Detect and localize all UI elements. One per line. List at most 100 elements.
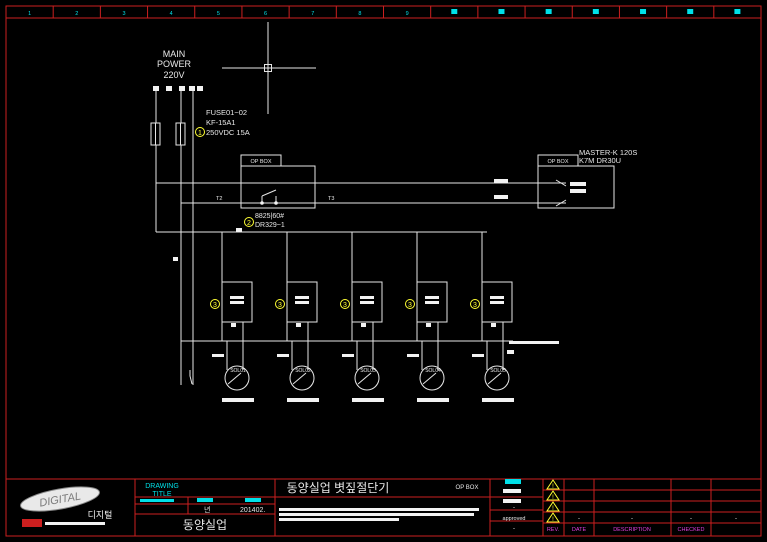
op-box-left-label: OP BOX	[251, 159, 272, 165]
plc-terminals	[570, 182, 586, 193]
switch-terminal-right: T3	[328, 196, 334, 202]
relay-marker-circle	[405, 299, 415, 309]
solenoid-caption-bar	[482, 398, 514, 402]
main-power-line2: POWER	[157, 59, 192, 69]
solenoid-label: SOL04	[425, 368, 441, 374]
approval-white-bar-2	[503, 499, 521, 503]
bus-end-tag-small	[507, 350, 514, 354]
title-block	[6, 478, 761, 536]
ruler-label: 1	[28, 11, 31, 17]
relay-coil	[360, 301, 374, 304]
revision-mark: !	[552, 517, 554, 523]
date-label: 년	[204, 505, 210, 514]
relay-marker-circle	[340, 299, 350, 309]
relay-marker: 3	[408, 302, 412, 309]
relay-coil	[360, 296, 374, 299]
revision-header: REV.	[547, 527, 560, 533]
relay-marker: 3	[278, 302, 282, 309]
solenoid-caption-bar	[287, 398, 319, 402]
op-box-right-label: OP BOX	[548, 159, 569, 165]
revision-header: CHECKED	[678, 527, 705, 533]
relay-tag	[231, 323, 236, 327]
revision-mark: !	[552, 484, 554, 490]
revision-triangle	[546, 479, 560, 490]
logo-sub: 디지털	[88, 509, 113, 520]
ruler-mark	[640, 9, 647, 14]
relay-tag	[426, 323, 431, 327]
revision-dash: -	[690, 516, 692, 522]
date-value: 201402.	[240, 507, 265, 514]
relay-tag	[296, 323, 301, 327]
cyan-field-3	[245, 498, 261, 502]
relay-marker-circle	[470, 299, 480, 309]
solenoid-arrow	[292, 372, 307, 385]
relay-coil	[230, 301, 244, 304]
cyan-field-1	[140, 499, 174, 502]
relay-coil	[425, 296, 439, 299]
wire-label-tag	[472, 354, 484, 357]
revision-header: DESCRIPTION	[613, 527, 651, 533]
relay-marker-circle	[275, 299, 285, 309]
relay-marker-circle	[210, 299, 220, 309]
relay-coil	[490, 296, 504, 299]
drawing-title-label-1: DRAWING	[145, 483, 179, 490]
solenoid-label: SOL03	[360, 368, 376, 374]
ruler-label: 6	[264, 11, 267, 17]
relay-box	[351, 281, 383, 323]
ruler-mark	[734, 9, 741, 14]
company-name: 동양실업	[183, 518, 227, 532]
solenoid-caption-bar	[417, 398, 449, 402]
solenoid-valve	[419, 365, 445, 391]
ruler-mark	[545, 9, 552, 14]
ruler-mark	[687, 9, 694, 14]
wire-tags	[494, 179, 508, 199]
revision-header: DATE	[572, 527, 587, 533]
switch-marker: 2	[247, 220, 251, 227]
solenoid-arrow	[487, 372, 502, 385]
switch-marker-circle	[244, 217, 254, 227]
wire-label-tag	[212, 354, 224, 357]
ruler-label: 3	[122, 11, 125, 17]
bus-tag	[236, 228, 242, 232]
switch-line2: DR329~1	[255, 222, 285, 229]
fuse-line3: 250VDC 15A	[206, 128, 250, 137]
relay-marker: 3	[343, 302, 347, 309]
switch-line1: 8825|60#	[255, 213, 284, 220]
relay-box	[286, 281, 318, 323]
wire-label-tag	[407, 354, 419, 357]
revision-triangles: !!!!	[546, 479, 560, 523]
solenoid-arrow	[357, 372, 372, 385]
solenoid-arrow	[422, 372, 437, 385]
solenoid-caption-bar	[222, 398, 254, 402]
approved-label: approved	[503, 516, 526, 522]
approval-cyan-bar	[505, 479, 521, 484]
solenoid-label: SOL01	[230, 368, 246, 374]
ruler-mark	[592, 9, 599, 14]
drawing-title: 동양실업 볏짚절단기	[287, 481, 390, 495]
solenoid-valve	[484, 365, 510, 391]
solenoid-arrow	[227, 372, 242, 385]
drawing-title-label-2: TITLE	[152, 491, 171, 498]
solenoid-valve	[354, 365, 380, 391]
relay-marker: 3	[213, 302, 217, 309]
plc-model-line2: K7M DR30U	[579, 156, 621, 165]
bus-end-tag	[509, 341, 559, 344]
company-logo: DIGITAL 디지털	[20, 486, 113, 527]
main-power-line1: MAIN	[163, 49, 186, 59]
fuse-line2: KF-15A1	[206, 118, 236, 127]
ruler-mark	[498, 9, 505, 14]
relay-box	[416, 281, 448, 323]
relay-coil	[295, 301, 309, 304]
solenoid-caption-bar	[352, 398, 384, 402]
op-box-switch	[240, 154, 316, 209]
switch-terminal-left: T2	[216, 196, 222, 202]
power-terminals	[153, 86, 203, 91]
revision-mark: !	[552, 495, 554, 501]
relay-box	[481, 281, 513, 323]
relay-bus	[156, 231, 513, 342]
revision-triangle	[546, 501, 560, 512]
